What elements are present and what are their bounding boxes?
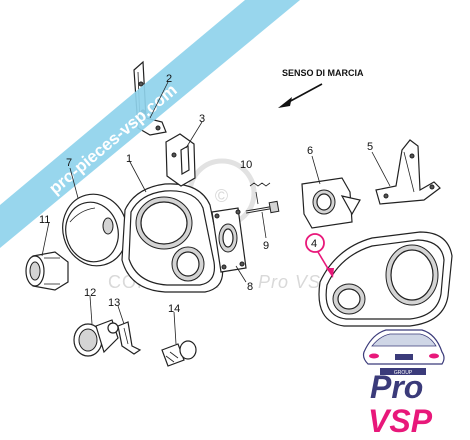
direction-indicator: SENSO DI MARCIA: [278, 68, 364, 108]
callout-13: 13: [108, 297, 120, 309]
part-3-plate: [165, 133, 196, 187]
callout-6: 6: [307, 145, 313, 157]
callout-12: 12: [84, 287, 96, 299]
callout-5: 5: [367, 141, 373, 153]
group-bar: [380, 368, 426, 375]
callout-2: 2: [166, 73, 172, 85]
callout-11: 11: [39, 214, 50, 226]
provsp-logo: GROUP Pro VSP: [362, 329, 445, 439]
callout-14: 14: [168, 303, 180, 315]
part-13-clip: [117, 321, 142, 355]
part-9-adjuster-screw: [245, 200, 280, 214]
logo-group-text: GROUP: [394, 370, 413, 376]
arrow-left-icon: [278, 97, 292, 108]
part-4-headlight-frame: [318, 231, 453, 327]
highlight-callout-4: [305, 233, 334, 278]
part-11-bulb-socket: [25, 251, 69, 291]
logo-pro-text: Pro: [370, 369, 423, 405]
callout-9: 9: [263, 240, 269, 252]
callout-3: 3: [199, 113, 205, 125]
part-8-mounting-plate: [211, 207, 247, 273]
part-5-bracket: [375, 139, 441, 205]
logo-vsp-text: VSP: [368, 403, 433, 439]
callout-1: 1: [126, 153, 132, 165]
part-10-spring: [249, 182, 271, 205]
callout-labels: 2 3 1 7 11 10 9 8 6 5 4 12 13 14: [39, 73, 373, 315]
part-7-headlight-lens: [62, 193, 128, 267]
callout-4: 4: [311, 238, 317, 250]
copyright-symbol: ©: [215, 186, 229, 206]
part-1-headlight-housing: [121, 183, 224, 293]
direction-label: SENSO DI MARCIA: [282, 68, 364, 78]
car-icon: [362, 329, 445, 365]
part-12-bulb-holder: [73, 319, 119, 357]
callout-8: 8: [247, 281, 253, 293]
leader-lines: [41, 81, 391, 345]
callout-10: 10: [240, 159, 252, 171]
part-6-plate: [301, 177, 361, 229]
copyright-brand: Pro VSP: [258, 272, 334, 292]
callout-7: 7: [66, 157, 72, 169]
part-14-bulb: [161, 340, 197, 367]
